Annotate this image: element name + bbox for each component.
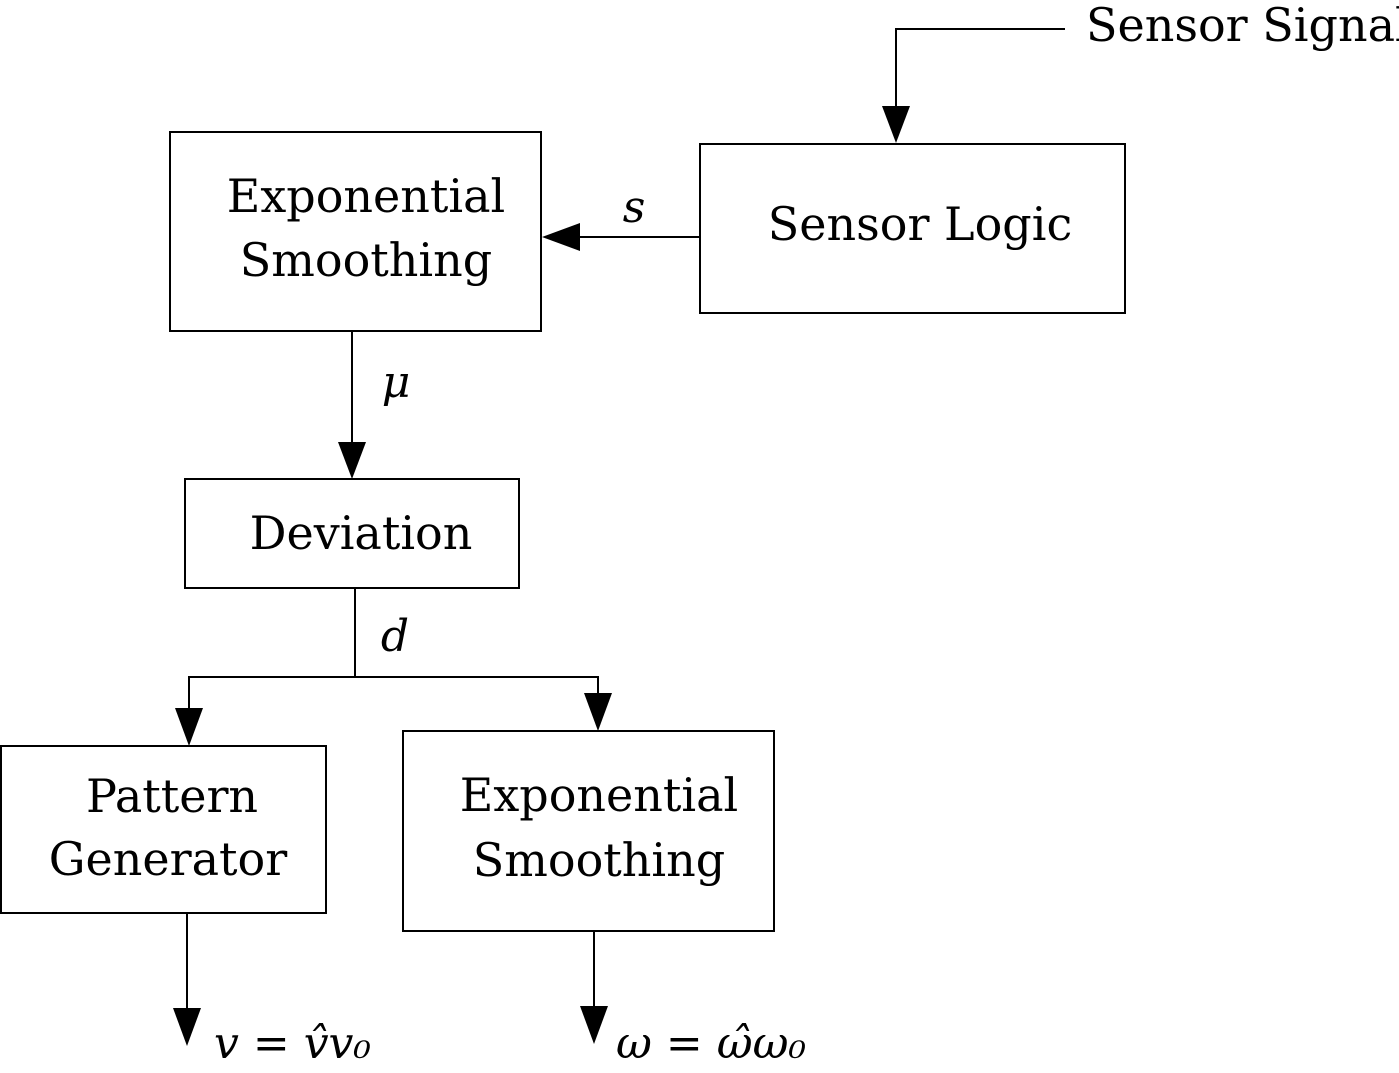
d-branch-right-arrowhead [584, 693, 612, 731]
sensor-signal-label: Sensor Signal [1086, 0, 1399, 52]
d-signal-label: d [381, 611, 409, 662]
v-output-arrowhead [173, 1008, 201, 1046]
v-output-label: v = v̂v₀ [214, 1018, 371, 1069]
exponential-smoothing-top-block: Exponential Smoothing [169, 131, 542, 332]
smoothing-top-line1: Exponential [227, 169, 505, 223]
sensor-logic-block: Sensor Logic [699, 143, 1126, 314]
smoothing-bottom-line1: Exponential [460, 768, 738, 822]
omega-output-label: ω = ω̂ω₀ [616, 1018, 806, 1069]
exponential-smoothing-bottom-block: Exponential Smoothing [402, 730, 775, 932]
sensor-signal-wire [895, 28, 1065, 112]
smoothing-top-line2: Smoothing [240, 233, 492, 287]
smoothing-bottom-line2: Smoothing [473, 833, 725, 887]
pattern-generator-line2: Generator [49, 832, 287, 886]
s-signal-label: s [623, 182, 646, 233]
pattern-generator-line1: Pattern [86, 769, 258, 823]
sensor-signal-arrowhead [882, 106, 910, 143]
deviation-label: Deviation [250, 506, 473, 560]
mu-signal-label: μ [382, 357, 411, 408]
mu-signal-arrowhead [338, 442, 366, 479]
s-signal-arrowhead [542, 223, 580, 251]
sensor-logic-label: Sensor Logic [768, 197, 1072, 251]
pattern-generator-block: Pattern Generator [0, 745, 327, 914]
omega-output-arrowhead [580, 1006, 608, 1044]
d-branch-left-arrowhead [175, 708, 203, 746]
d-branch-right-wire [355, 676, 599, 697]
deviation-block: Deviation [184, 478, 520, 589]
d-branch-left-wire [188, 676, 355, 712]
